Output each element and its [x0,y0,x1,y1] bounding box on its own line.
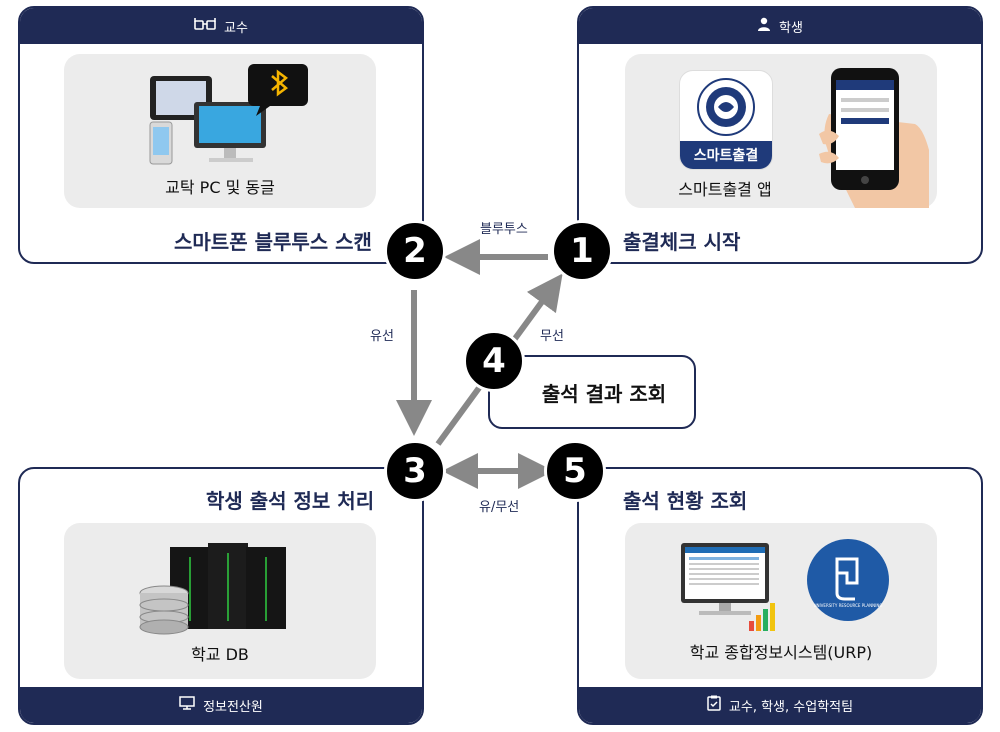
user-icon [757,17,771,35]
student-step-title: 출결체크 시작 [623,230,741,254]
database-server-illustration [139,543,286,635]
server-footer: 정보전산원 [20,687,422,723]
hand-phone-illustration [819,68,929,208]
urp-footer-label: 교수, 학생, 수업학적팀 [728,699,854,715]
student-header-label: 학생 [779,20,803,36]
step-2-badge: 2 [384,220,446,282]
label-wired-wireless: 유/무선 [479,500,520,515]
urp-logo: UNIVERSITY RESOURCE PLANNING [807,539,889,621]
server-footer-label: 정보전산원 [203,699,263,715]
label-wired: 유선 [370,329,394,344]
professor-device-caption: 교탁 PC 및 동글 [165,178,275,197]
label-wireless: 무선 [540,329,564,344]
urp-step-title: 출석 현황 조회 [623,489,748,513]
urp-logo-text: UNIVERSITY RESOURCE PLANNING [813,603,883,608]
smart-attendance-app-icon[interactable]: 스마트출결 [679,70,773,170]
professor-device-area: 교탁 PC 및 동글 [64,54,376,208]
label-bluetooth: 블루투스 [480,222,528,237]
db-caption: 학교 DB [191,645,249,664]
urp-logo-icon [835,557,859,601]
step-5-badge: 5 [544,440,606,502]
professor-header-label: 교수 [224,20,248,36]
app-icon-label: 스마트출결 [680,141,772,169]
server-step-title: 학생 출석 정보 처리 [206,489,375,513]
urp-monitor-illustration [681,543,775,631]
professor-header: 교수 [20,8,422,44]
step-4-badge: 4 [463,330,525,392]
app-caption: 스마트출결 앱 [678,180,772,199]
clipboard-check-icon [707,695,721,715]
monitor-icon [179,696,195,714]
urp-footer: 교수, 학생, 수업학적팀 [579,687,981,723]
professor-step-title: 스마트폰 블루투스 스캔 [174,230,372,254]
student-app-area: 스마트출결 스마트출결 앱 [625,54,937,208]
step-3-badge: 3 [384,440,446,502]
urp-caption: 학교 종합정보시스템(URP) [689,643,873,662]
student-panel: 학생 스마트출결 스마트출결 앱 출결체크 시작 [577,6,983,264]
step-1-badge: 1 [551,220,613,282]
server-db-area: 학교 DB [64,523,376,679]
urp-panel: 출석 현황 조회 UNIVERSITY RESOURCE PLANNING [577,467,983,725]
pc-dongle-illustration [149,64,308,165]
server-panel: 학생 출석 정보 처리 학교 DB 정보전산원 [18,467,424,725]
urp-system-area: UNIVERSITY RESOURCE PLANNING 학교 종합정보시스템(… [625,523,937,679]
student-header: 학생 [579,8,981,44]
result-box-label: 출석 결과 조회 [541,381,667,406]
professor-panel: 교수 교탁 PC 및 동글 스마트폰 블루투스 스캔 [18,6,424,264]
university-seal-icon [697,78,755,136]
glasses-icon [194,17,216,35]
